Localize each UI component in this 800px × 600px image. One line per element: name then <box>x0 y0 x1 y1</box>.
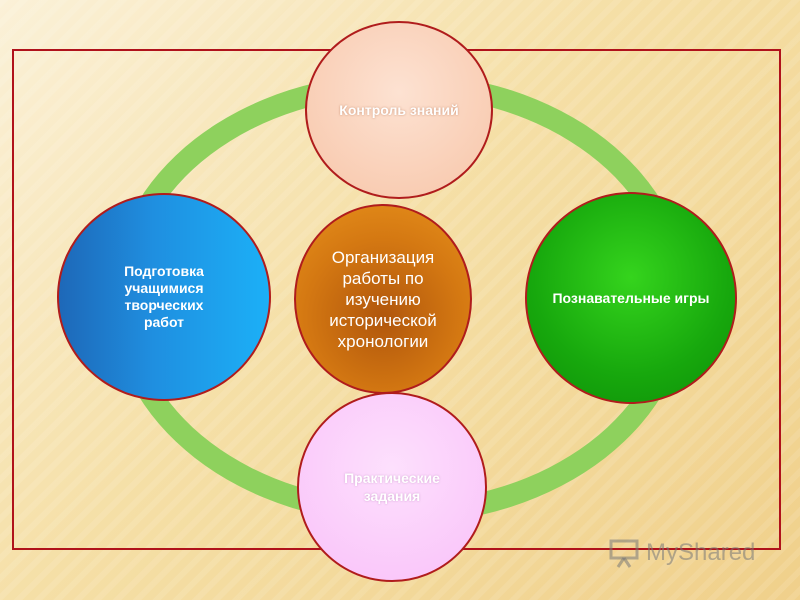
node-center-topic: Организация работы по изучению историчес… <box>294 204 472 394</box>
node-cognitive-games-label: Познавательные игры <box>552 290 710 306</box>
node-knowledge-control: Контроль знаний <box>305 21 493 199</box>
node-creative-works-label: Подготовка учащимися творческих работ <box>124 263 204 330</box>
node-practical-tasks-label: Практические задания <box>344 470 440 504</box>
node-cognitive-games: Познавательные игры <box>525 192 737 404</box>
watermark: MyShared <box>608 538 755 568</box>
watermark-text: MyShared <box>646 539 756 566</box>
presentation-board-icon <box>609 539 639 568</box>
node-creative-works: Подготовка учащимися творческих работ <box>57 193 271 401</box>
node-knowledge-control-label: Контроль знаний <box>339 102 459 118</box>
node-center-topic-label: Организация работы по изучению историчес… <box>329 247 437 351</box>
node-practical-tasks: Практические задания <box>297 392 487 582</box>
